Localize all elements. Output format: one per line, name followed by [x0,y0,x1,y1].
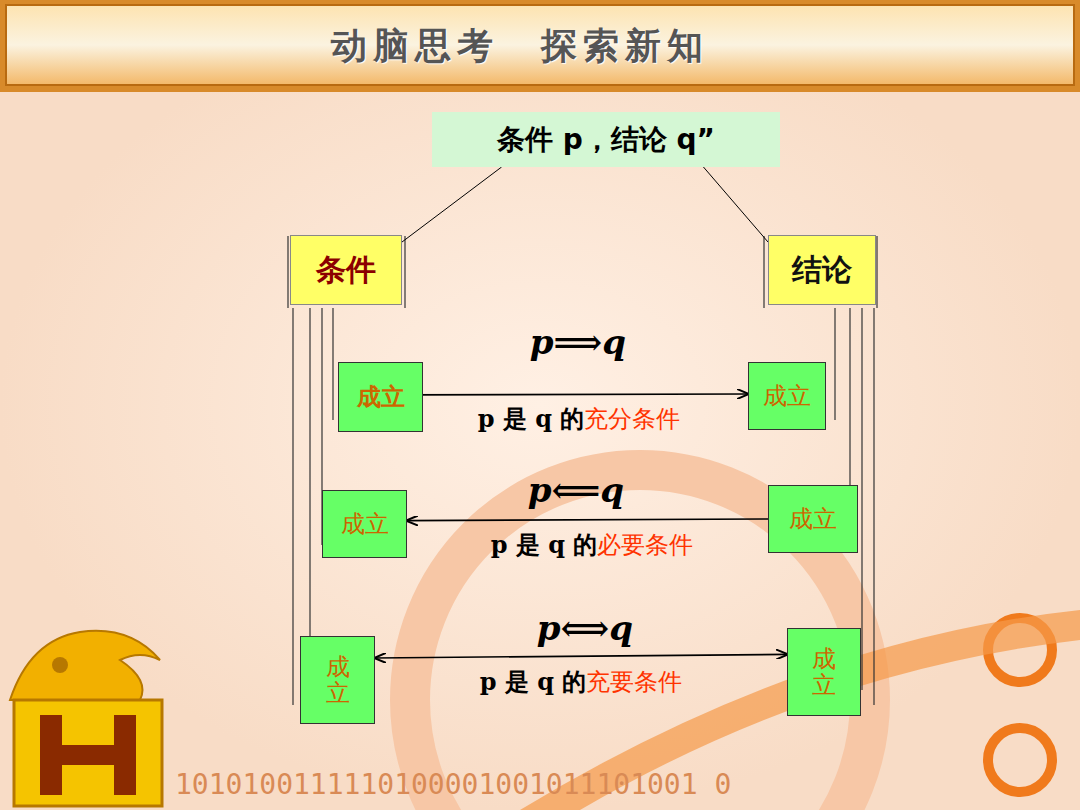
arrow [375,654,787,658]
node-text: 成立 [326,654,350,707]
arrow [410,393,748,396]
node-text: 成立 [341,508,389,540]
holds-box: 成立 [768,485,858,553]
implied-by-formula: p⟸q [528,470,624,510]
binary-watermark: 1010100111110100001001011101001 0 [175,768,731,801]
edge-label: p 是 q 的充分条件 [478,403,681,435]
implies-formula: p⟹q [530,322,626,362]
holds-box: 成立 [322,490,407,558]
holds-box: 成立 [300,636,375,724]
edge-label: p 是 q 的充要条件 [480,666,683,698]
node-text: 成立 [789,503,837,535]
title: 动脑思考 探索新知 [0,22,1040,71]
node-text: 结论 [792,250,852,291]
deco-ring [988,728,1052,792]
node-text: 条件 [316,250,376,291]
iff-formula: p⟺q [537,608,633,648]
node-text: 成立 [357,381,405,413]
logo [10,631,162,806]
premise-box: 条件 p，结论 q” [432,112,780,167]
title-bar-frame [0,0,1080,92]
holds-box: 成立 [338,362,423,432]
node-text: 成立 [812,646,836,699]
edge-label: p 是 q 的必要条件 [491,529,694,561]
conclusion-header: 结论 [768,235,876,305]
connector-line [402,167,502,242]
arrow [407,519,777,521]
node-text: 成立 [763,380,811,412]
holds-box: 成立 [787,628,861,716]
connector-line [703,167,768,242]
condition-header: 条件 [290,235,402,305]
holds-box: 成立 [748,362,826,430]
node-text: 条件 p，结论 q” [497,121,715,159]
